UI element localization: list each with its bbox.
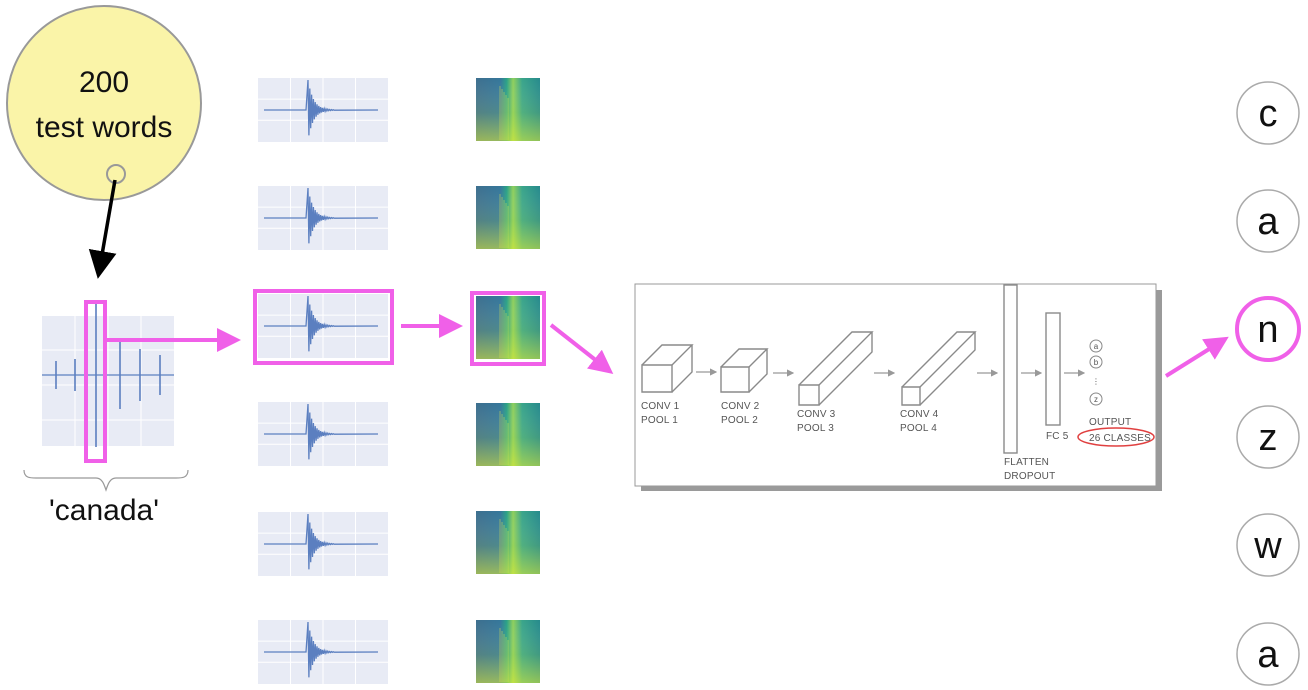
conv-4-label: CONV 4 [900, 409, 939, 420]
letter-segment-highlight [84, 300, 107, 463]
predicted-letters-column: c a n z w a [1235, 81, 1301, 686]
highlighted-letter-circle [1235, 296, 1301, 362]
predicted-letter-3: n [1235, 296, 1301, 362]
letter-text: c [1259, 93, 1278, 135]
word-waveform-trace [42, 303, 174, 447]
letter-circle [1236, 513, 1300, 577]
cnn-panel-frame [634, 283, 1157, 487]
predicted-letter-4: z [1236, 405, 1300, 469]
selected-waveform-highlight [253, 289, 394, 365]
conv-block-2 [720, 348, 769, 393]
output-node-a-label: a [1094, 342, 1099, 351]
letter-waveform-thumbnail [258, 294, 388, 358]
pool-4-label: POOL 4 [900, 423, 937, 434]
cnn-blocks [641, 284, 1061, 454]
classes-label: 26 CLASSES [1089, 433, 1151, 444]
letter-waveform-thumbnail [258, 186, 388, 250]
classes-red-circle [1077, 427, 1155, 447]
predicted-letter-1: c [1236, 81, 1300, 145]
cnn-connector-arrows [696, 368, 1086, 377]
bubble-to-word-arrow [88, 179, 117, 279]
spectrogram-column [476, 78, 540, 683]
output-node-z [1089, 392, 1103, 406]
waveform-trace [264, 513, 379, 570]
waveform-trace [264, 187, 379, 244]
bubble-circle [6, 5, 202, 201]
bubble-count-text: 200 [79, 66, 129, 99]
spectrogram-to-network-arrow [549, 323, 614, 374]
output-node-b-label: b [1094, 358, 1099, 367]
letter-text: w [1253, 525, 1282, 567]
letter-circle [1236, 81, 1300, 145]
waveform-trace [264, 621, 379, 678]
conv-block-4 [901, 331, 977, 406]
letter-text: n [1257, 309, 1278, 351]
letter-waveform-thumbnail [258, 78, 388, 142]
spectrogram-thumbnail [476, 78, 540, 141]
fc-5-label: FC 5 [1046, 431, 1069, 442]
letter-waveform-thumbnail [258, 402, 388, 466]
pool-2-label: POOL 2 [721, 415, 758, 426]
letter-text: z [1259, 417, 1278, 459]
spectrogram-energy-band [476, 186, 540, 249]
spectrogram-thumbnail [476, 403, 540, 466]
bubble-label-text: test words [36, 111, 173, 144]
spectrogram-thumbnail [476, 511, 540, 574]
flatten-label: FLATTEN [1004, 457, 1049, 468]
pool-1-label: POOL 1 [641, 415, 678, 426]
conv-block-3 [798, 331, 874, 406]
letter-waveform-thumbnail [258, 620, 388, 684]
word-waveform [42, 303, 174, 447]
output-node-a [1089, 339, 1103, 353]
waveform-trace [264, 295, 379, 352]
letter-circle [1236, 622, 1300, 686]
output-dots: ⋮ [1092, 377, 1100, 386]
dropout-label: DROPOUT [1004, 471, 1055, 482]
flatten-layer-bar [1003, 284, 1018, 454]
output-node-b [1089, 355, 1103, 369]
fc-layer-bar [1045, 312, 1061, 426]
conv-2-label: CONV 2 [721, 401, 760, 412]
waveform-trace [264, 79, 379, 136]
conv-3-label: CONV 3 [797, 409, 836, 420]
predicted-letter-5: w [1236, 513, 1300, 577]
output-nodes: a b ⋮ z [1089, 339, 1103, 406]
pool-3-label: POOL 3 [797, 423, 834, 434]
letter-text: a [1257, 634, 1279, 676]
predicted-letter-6: a [1236, 622, 1300, 686]
spectrogram-energy-band [476, 78, 540, 141]
spectrogram-thumbnail [476, 296, 540, 359]
spectrogram-energy-band [476, 511, 540, 574]
spectrogram-thumbnail [476, 620, 540, 683]
letter-waveform-column [258, 78, 388, 684]
waveform-trace [264, 403, 379, 460]
letter-circle [1236, 189, 1300, 253]
spectrogram-energy-band [476, 296, 540, 359]
network-to-letter-arrow [1164, 336, 1229, 378]
selected-spectrogram-highlight [470, 291, 546, 366]
predicted-letter-2: a [1236, 189, 1300, 253]
spectrogram-thumbnail [476, 186, 540, 249]
test-words-bubble: 200 test words [6, 5, 202, 201]
word-brace [23, 469, 189, 492]
output-node-z-label: z [1094, 395, 1098, 404]
conv-1-label: CONV 1 [641, 401, 680, 412]
spectrogram-energy-band [476, 403, 540, 466]
cnn-panel: CONV 1 POOL 1 CONV 2 POOL 2 CONV 3 POOL … [634, 283, 1162, 491]
output-label: OUTPUT [1089, 417, 1131, 428]
spectrogram-energy-band [476, 620, 540, 683]
letter-text: a [1257, 201, 1279, 243]
conv-block-1 [641, 344, 694, 393]
letter-circle [1236, 405, 1300, 469]
word-label: 'canada' [49, 494, 159, 527]
letter-waveform-thumbnail [258, 512, 388, 576]
